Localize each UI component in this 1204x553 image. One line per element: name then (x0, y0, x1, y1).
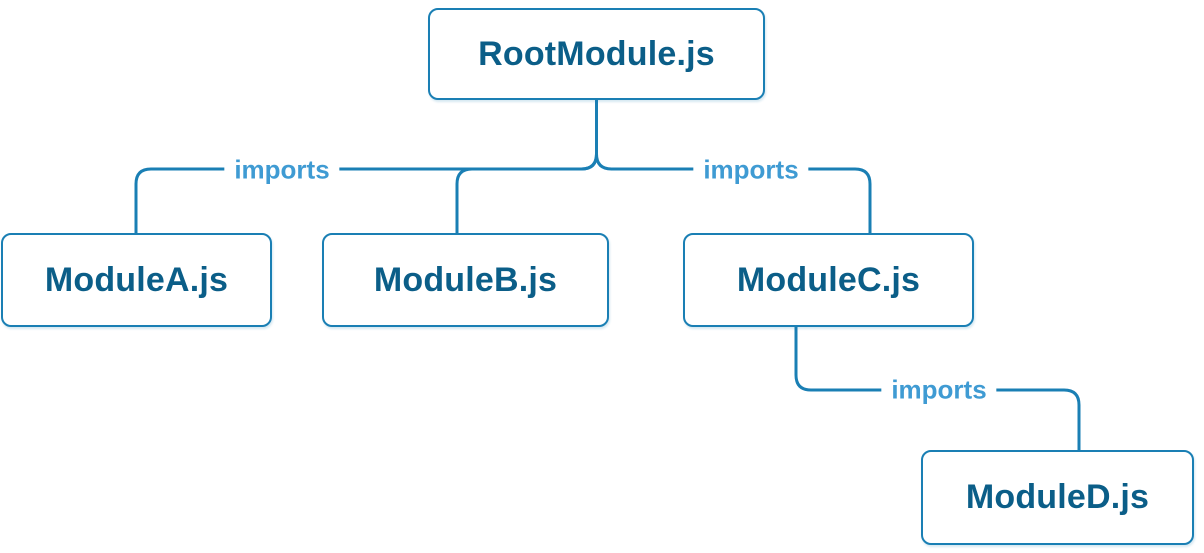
edge-label-modulec-moduled: imports (881, 374, 997, 406)
node-moduled: ModuleD.js (921, 450, 1194, 545)
node-rootmodule-label: RootModule.js (478, 34, 715, 73)
node-modulec: ModuleC.js (683, 233, 974, 327)
edge-root-to-modulea (134, 100, 598, 233)
node-moduleb-label: ModuleB.js (373, 260, 558, 299)
node-moduled-label: ModuleD.js (965, 478, 1150, 516)
node-modulea-label: ModuleA.js (44, 260, 229, 299)
edge-root-to-moduleb (455, 100, 598, 233)
node-modulec-label: ModuleC.js (736, 260, 921, 299)
node-modulea: ModuleA.js (1, 233, 272, 327)
node-moduleb: ModuleB.js (322, 233, 609, 327)
edge-label-root-modulec: imports (693, 154, 809, 186)
node-rootmodule: RootModule.js (428, 8, 765, 100)
edge-label-root-modulea: imports (224, 154, 340, 186)
